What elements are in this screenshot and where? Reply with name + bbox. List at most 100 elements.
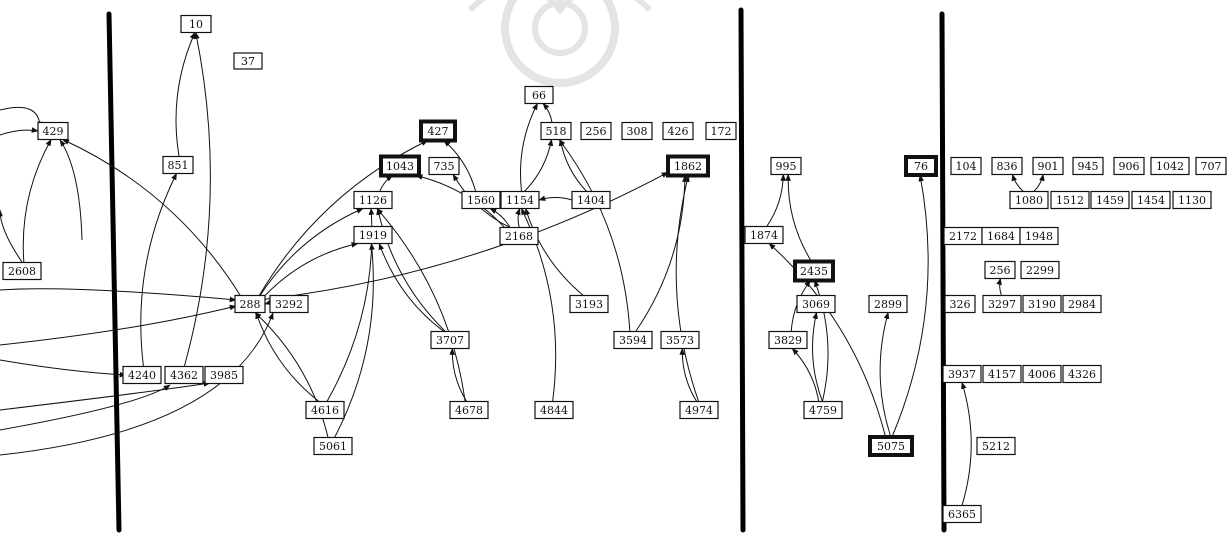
node-label: 6365 [948, 508, 976, 521]
node-2608[interactable]: 2608 [2, 261, 42, 281]
node-3069[interactable]: 3069 [796, 294, 836, 314]
node-4240[interactable]: 4240 [122, 365, 162, 385]
node-label: 4759 [809, 404, 837, 417]
node-label: 3193 [575, 298, 603, 311]
node-box [180, 14, 212, 34]
node-3985[interactable]: 3985 [204, 365, 244, 385]
node-76[interactable]: 76 [904, 155, 938, 177]
node-box [122, 365, 162, 385]
node-2984[interactable]: 2984 [1062, 294, 1102, 314]
node-851[interactable]: 851 [162, 155, 194, 175]
node-label: 1042 [1156, 160, 1184, 173]
node-box [305, 400, 345, 420]
node-4362[interactable]: 4362 [164, 365, 204, 385]
node-10[interactable]: 10 [180, 14, 212, 34]
node-66[interactable]: 66 [524, 85, 554, 105]
node-label: 10 [189, 18, 203, 31]
edge-288-to-427 [258, 140, 429, 296]
node-426[interactable]: 426 [662, 121, 694, 141]
node-1948[interactable]: 1948 [1019, 226, 1059, 246]
node-995[interactable]: 995 [770, 156, 802, 176]
node-1454[interactable]: 1454 [1131, 190, 1171, 210]
node-4616[interactable]: 4616 [305, 400, 345, 420]
node-1080[interactable]: 1080 [1009, 190, 1049, 210]
node-308[interactable]: 308 [621, 121, 653, 141]
node-1919[interactable]: 1919 [353, 225, 393, 245]
node-box [1032, 156, 1064, 176]
node-1404[interactable]: 1404 [571, 190, 611, 210]
node-256a[interactable]: 256 [580, 121, 612, 141]
node-1459[interactable]: 1459 [1090, 190, 1130, 210]
node-4844[interactable]: 4844 [534, 400, 574, 420]
node-box [419, 119, 457, 143]
node-4974[interactable]: 4974 [679, 400, 719, 420]
edge-288-to-1862 [264, 171, 669, 300]
node-288[interactable]: 288 [234, 294, 266, 314]
node-104[interactable]: 104 [950, 156, 982, 176]
node-1154[interactable]: 1154 [500, 190, 540, 210]
node-1126[interactable]: 1126 [353, 190, 393, 210]
node-3829[interactable]: 3829 [768, 330, 808, 350]
node-3707[interactable]: 3707 [430, 330, 470, 350]
node-256b[interactable]: 256 [984, 260, 1016, 280]
edge-1874-to-995 [766, 173, 786, 227]
node-label: 1126 [359, 194, 387, 207]
node-3937[interactable]: 3937 [942, 364, 982, 384]
node-1130[interactable]: 1130 [1172, 190, 1212, 210]
node-1560[interactable]: 1560 [461, 190, 501, 210]
node-836[interactable]: 836 [991, 156, 1023, 176]
node-2435[interactable]: 2435 [793, 259, 835, 283]
node-box [868, 294, 908, 314]
node-label: 1874 [750, 229, 778, 242]
node-box [662, 121, 694, 141]
node-2172[interactable]: 2172 [943, 226, 983, 246]
node-box [660, 330, 700, 350]
node-label: 4678 [455, 404, 483, 417]
node-518[interactable]: 518 [540, 121, 572, 141]
node-427[interactable]: 427 [419, 119, 457, 143]
node-label: 1459 [1096, 194, 1124, 207]
node-2299[interactable]: 2299 [1020, 260, 1060, 280]
node-1874[interactable]: 1874 [744, 225, 784, 245]
node-5061[interactable]: 5061 [313, 436, 353, 456]
node-1512[interactable]: 1512 [1050, 190, 1090, 210]
edges-layer [0, 31, 1045, 506]
node-4326[interactable]: 4326 [1062, 364, 1102, 384]
node-1862[interactable]: 1862 [666, 154, 710, 178]
node-3297[interactable]: 3297 [982, 294, 1022, 314]
node-label: 3937 [948, 368, 976, 381]
node-2899[interactable]: 2899 [868, 294, 908, 314]
node-6365[interactable]: 6365 [942, 504, 982, 524]
node-3190[interactable]: 3190 [1022, 294, 1062, 314]
node-172[interactable]: 172 [705, 121, 737, 141]
node-5075[interactable]: 5075 [868, 435, 914, 457]
node-3292[interactable]: 3292 [269, 294, 309, 314]
node-945[interactable]: 945 [1072, 156, 1104, 176]
node-3573[interactable]: 3573 [660, 330, 700, 350]
node-3594[interactable]: 3594 [613, 330, 653, 350]
node-box [982, 294, 1022, 314]
node-box [1072, 156, 1104, 176]
node-906[interactable]: 906 [1113, 156, 1145, 176]
node-1043[interactable]: 1043 [379, 154, 421, 178]
node-3193[interactable]: 3193 [569, 294, 609, 314]
node-4157[interactable]: 4157 [982, 364, 1022, 384]
node-4678[interactable]: 4678 [449, 400, 489, 420]
node-2168[interactable]: 2168 [499, 226, 539, 246]
node-5212[interactable]: 5212 [976, 436, 1016, 456]
node-3261[interactable]: 326 [944, 294, 976, 314]
edge-288-to-1919 [264, 242, 359, 296]
node-label: 4844 [540, 404, 568, 417]
node-1042[interactable]: 1042 [1150, 156, 1190, 176]
node-4759[interactable]: 4759 [803, 400, 843, 420]
node-box [37, 121, 69, 141]
node-735[interactable]: 735 [428, 156, 460, 176]
node-901[interactable]: 901 [1032, 156, 1064, 176]
node-1684[interactable]: 1684 [981, 226, 1021, 246]
node-429[interactable]: 429 [37, 121, 69, 141]
node-label: 66 [532, 89, 546, 102]
node-37[interactable]: 37 [233, 52, 263, 70]
node-4006[interactable]: 4006 [1022, 364, 1062, 384]
node-707[interactable]: 707 [1195, 156, 1227, 176]
node-box [233, 52, 263, 70]
